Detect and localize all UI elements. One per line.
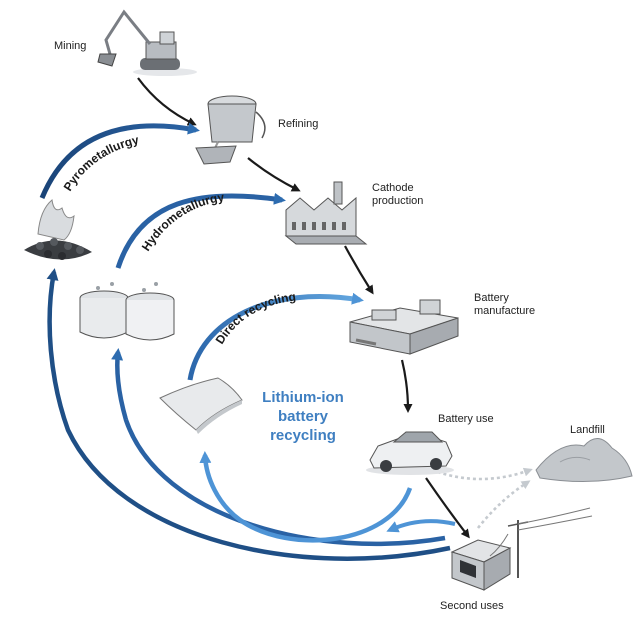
battery-plant-icon — [349, 299, 459, 355]
fire-pile-icon — [24, 199, 92, 260]
label-pyrometallurgy: Pyrometallurgy — [61, 133, 141, 194]
label-second-uses: Second uses — [440, 600, 504, 612]
factory-icon — [284, 181, 368, 245]
powerline-icon — [489, 507, 593, 578]
route-return-hydro — [111, 348, 446, 547]
storage-box-icon — [450, 539, 512, 591]
car-icon — [366, 431, 454, 475]
arrow-cathode-manufacture — [344, 245, 374, 295]
label-battery-use: Battery use — [438, 413, 494, 425]
label-mining: Mining — [54, 40, 87, 52]
label-direct-recycling: Direct recycling — [213, 289, 297, 346]
route-return-direct — [199, 451, 413, 543]
label-refining: Refining — [278, 118, 319, 130]
arrow-use-landfill — [431, 467, 533, 481]
landfill-icon — [535, 438, 633, 483]
sheet-icon — [159, 377, 243, 434]
excavator-icon — [97, 9, 197, 76]
tanks-icon — [79, 282, 175, 341]
arrow-second-landfill — [476, 480, 531, 529]
label-hydrometallurgy: Hydrometallurgy — [139, 190, 226, 254]
arrow-refining-cathode — [247, 157, 301, 192]
route-return-pyro — [46, 268, 451, 561]
center-title: Lithium-ion battery recycling — [262, 389, 344, 444]
route-direct — [187, 292, 364, 381]
route-hydro — [115, 192, 286, 269]
arrow-use-second — [425, 477, 470, 539]
route-pyro — [39, 122, 200, 199]
arrow-manufacture-use — [400, 359, 413, 413]
ladle-icon — [195, 95, 266, 165]
label-landfill: Landfill — [570, 424, 605, 436]
arrow-mining-refining — [137, 77, 197, 126]
label-battery-manufacture: Battery manufacture — [474, 292, 536, 317]
label-cathode-production: Cathode production — [372, 182, 424, 207]
route-second-return — [386, 519, 456, 533]
